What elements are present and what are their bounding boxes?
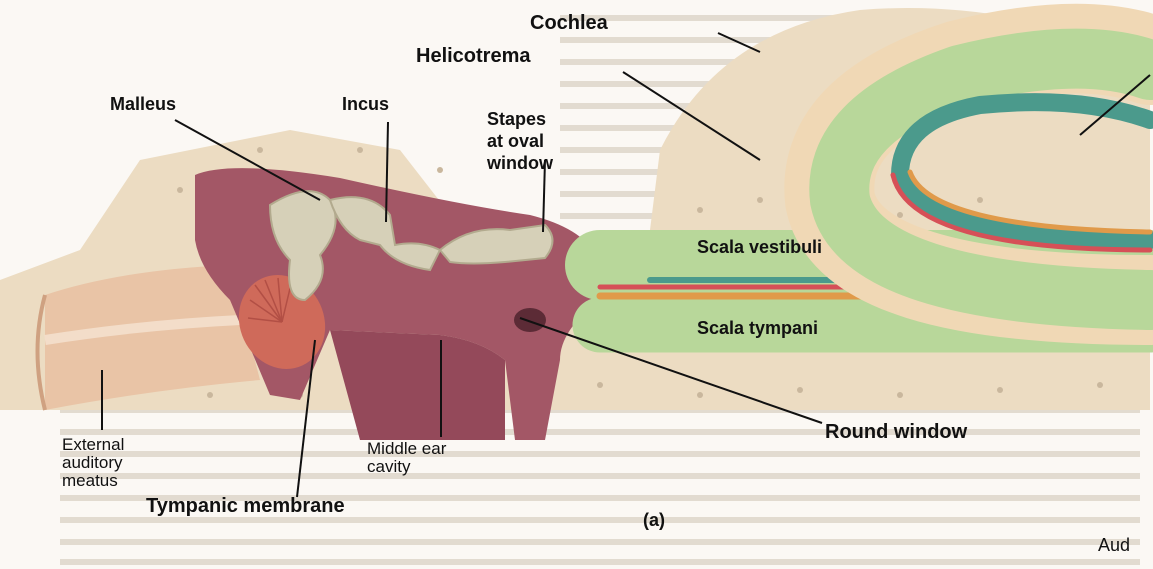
label-helicotrema: Helicotrema <box>416 45 531 68</box>
label-external-auditory-meatus: External auditory meatus <box>62 436 124 490</box>
eustachian-tube <box>330 330 505 440</box>
label-round-window: Round window <box>825 421 967 444</box>
panel-label: (a) <box>643 510 665 531</box>
label-meatus-line-3: meatus <box>62 472 124 490</box>
label-middle-ear-line-2: cavity <box>367 458 446 476</box>
label-stapes-at-oval-window: Stapes at oval window <box>487 108 553 174</box>
label-middle-ear-line-1: Middle ear <box>367 440 446 458</box>
label-malleus: Malleus <box>110 94 176 115</box>
label-meatus-line-2: auditory <box>62 454 124 472</box>
label-stapes-line-1: Stapes <box>487 108 553 130</box>
label-stapes-line-2: at oval <box>487 130 553 152</box>
label-cochlea: Cochlea <box>530 12 608 35</box>
label-scala-tympani: Scala tympani <box>697 318 818 339</box>
label-stapes-line-3: window <box>487 152 553 174</box>
label-tympanic-membrane: Tympanic membrane <box>146 495 345 518</box>
label-middle-ear-cavity: Middle ear cavity <box>367 440 446 476</box>
label-scala-vestibuli: Scala vestibuli <box>697 237 822 258</box>
round-window-opening <box>514 308 546 332</box>
corner-text: Aud <box>1098 535 1130 556</box>
label-meatus-line-1: External <box>62 436 124 454</box>
label-incus: Incus <box>342 94 389 115</box>
